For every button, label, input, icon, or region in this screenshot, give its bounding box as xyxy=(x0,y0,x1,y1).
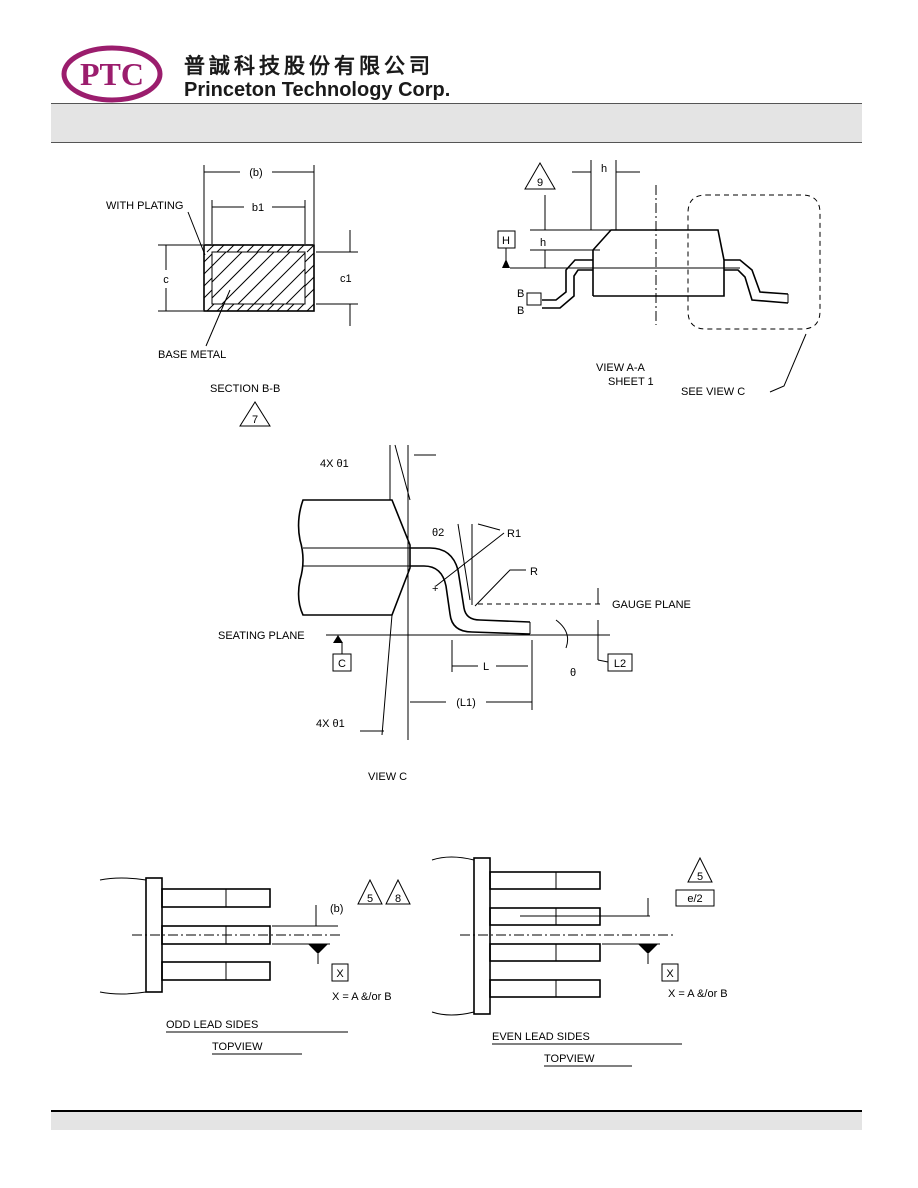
view-aa-dim-h-top: h xyxy=(601,163,607,175)
odd-datum-x: X xyxy=(336,968,344,980)
view-c-dim-l1: (L1) xyxy=(456,697,476,709)
section-bb-title: SECTION B-B xyxy=(210,383,280,395)
label-base-metal: BASE METAL xyxy=(158,349,226,361)
footer-rule xyxy=(51,1110,862,1112)
view-aa: 9 h h H B B VIEW A-A S xyxy=(497,160,821,398)
view-c-theta2: θ2 xyxy=(432,527,444,539)
view-aa-label-b-upper: B xyxy=(517,288,524,300)
logo-text: PTC xyxy=(80,56,144,92)
view-c: 4X θ1 4X θ1 θ2 R1 + R GAUGE PLANE SEATIN… xyxy=(218,444,691,783)
section-bb-dim-b: (b) xyxy=(249,167,262,179)
view-aa-subtitle: SHEET 1 xyxy=(608,376,654,388)
section-bb-dim-c1: c1 xyxy=(340,273,352,285)
odd-note-5: 5 xyxy=(367,893,373,905)
footer-band xyxy=(51,1112,862,1130)
ptc-logo: PTC xyxy=(61,45,163,103)
even-dim-e2: e/2 xyxy=(687,893,702,905)
label-with-plating: WITH PLATING xyxy=(106,200,183,212)
section-bb-dim-c: c xyxy=(163,274,169,286)
view-c-dim-l: L xyxy=(483,661,489,673)
even-datum-x: X xyxy=(666,968,674,980)
view-c-angle-top: 4X θ1 xyxy=(320,458,349,470)
view-c-datum-c: C xyxy=(338,658,346,670)
view-c-angle-bottom: 4X θ1 xyxy=(316,718,345,730)
odd-lead-view: (b) 5 8 X X = A &/or B ODD LEAD SIDES TO… xyxy=(99,877,411,1055)
odd-dim-b: (b) xyxy=(330,903,343,915)
svg-text:+: + xyxy=(432,583,438,595)
odd-subtitle: TOPVIEW xyxy=(212,1041,263,1053)
view-c-r: R xyxy=(530,566,538,578)
view-aa-datum-h: H xyxy=(502,235,510,247)
view-c-dim-l2: L2 xyxy=(614,658,626,670)
view-c-gauge-plane: GAUGE PLANE xyxy=(612,599,691,611)
view-aa-note: 9 xyxy=(537,177,543,189)
odd-note-8: 8 xyxy=(395,893,401,905)
view-aa-see-view: SEE VIEW C xyxy=(681,386,745,398)
even-lead-view: e/2 5 X X = A &/or B EVEN LEAD SIDES TOP… xyxy=(431,856,728,1067)
odd-equation: X = A &/or B xyxy=(332,991,392,1003)
even-subtitle: TOPVIEW xyxy=(544,1053,595,1065)
view-c-seating-plane: SEATING PLANE xyxy=(218,630,305,642)
section-bb-note: 7 xyxy=(252,414,258,426)
even-equation: X = A &/or B xyxy=(668,988,728,1000)
view-aa-title: VIEW A-A xyxy=(596,362,646,374)
view-c-r1: R1 xyxy=(507,528,521,540)
odd-title: ODD LEAD SIDES xyxy=(166,1019,258,1031)
section-bb-dim-b1: b1 xyxy=(252,202,264,214)
header-band xyxy=(51,103,862,143)
even-note-5: 5 xyxy=(697,871,703,883)
view-aa-dim-h-side: h xyxy=(540,237,546,249)
company-name-english: Princeton Technology Corp. xyxy=(184,79,451,101)
view-c-dim-theta: θ xyxy=(570,667,576,679)
section-bb: (b) b1 WITH PLATING c c1 BASE METAL SECT… xyxy=(106,165,358,427)
company-name-chinese: 普誠科技股份有限公司 xyxy=(184,54,434,78)
view-aa-label-b-lower: B xyxy=(517,305,524,317)
view-c-title: VIEW C xyxy=(368,771,407,783)
even-title: EVEN LEAD SIDES xyxy=(492,1031,590,1043)
